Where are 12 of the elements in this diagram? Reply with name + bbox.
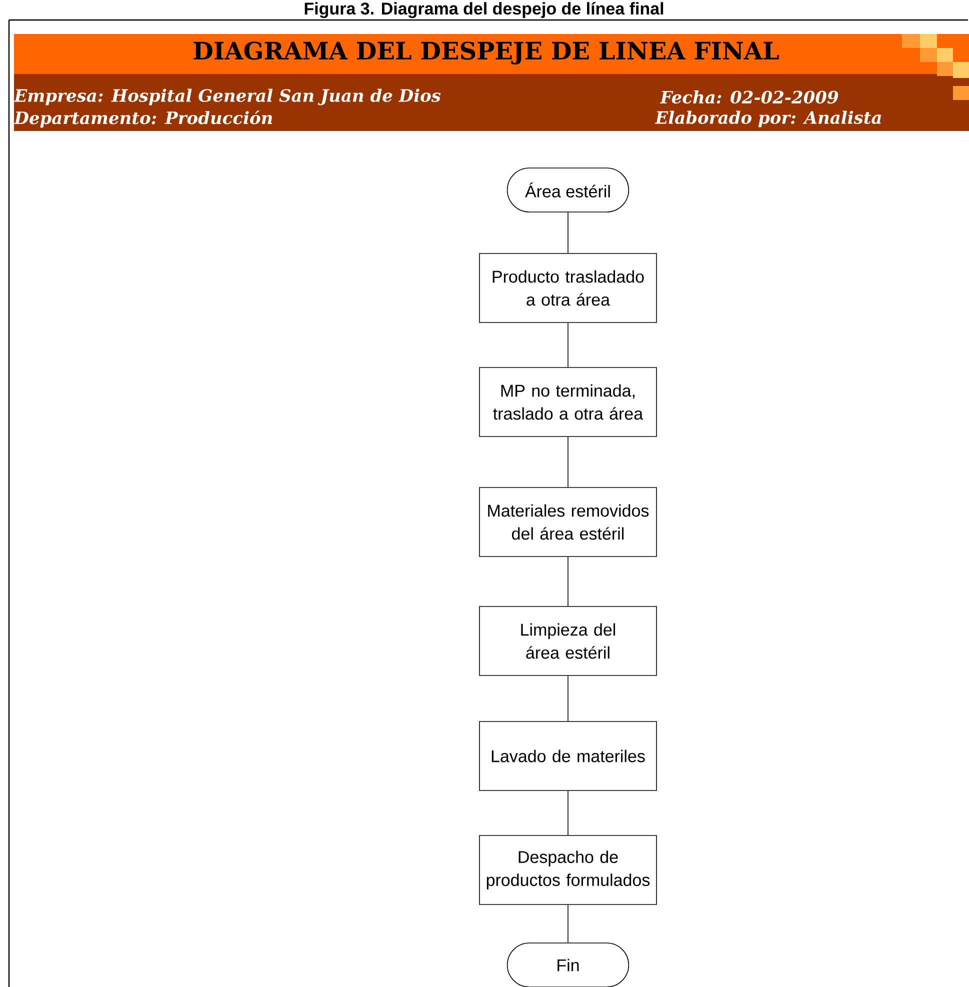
process-box: Limpieza del área estéril xyxy=(479,606,657,676)
title-band: DIAGRAMA DEL DESPEJE DE LINEA FINAL xyxy=(14,34,969,74)
process-box: Producto trasladado a otra área xyxy=(479,253,657,323)
figure-caption: Figura 3. Diagrama del despejo de línea final xyxy=(304,2,664,18)
header-field: Elaborado por: Analista xyxy=(654,110,881,128)
process-box: Lavado de materiles xyxy=(479,721,657,791)
header-field: Departamento: Producción xyxy=(14,110,272,128)
process-box: Materiales removidos del área estéril xyxy=(479,487,657,557)
header-field: Empresa: Hospital General San Juan de Dios xyxy=(14,88,441,106)
process-box: MP no terminada, traslado a otra área xyxy=(479,367,657,437)
header-field: Fecha: 02-02-2009 xyxy=(660,90,838,104)
process-box: Despacho de productos formulados xyxy=(479,835,657,905)
